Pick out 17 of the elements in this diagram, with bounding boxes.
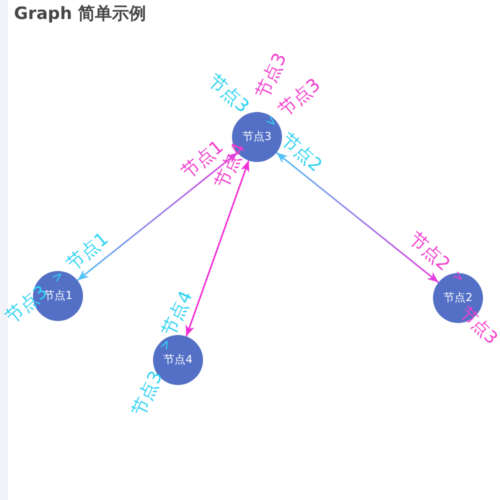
rotated-label: 节点3 xyxy=(130,368,166,420)
node-label: 节点4 xyxy=(164,354,192,366)
rotated-label: > xyxy=(50,268,66,286)
double-arrow-connector xyxy=(276,152,439,284)
node-label: 节点3 xyxy=(242,131,272,143)
double-arrow-connector xyxy=(186,160,250,337)
chart-title: Graph 简单示例 xyxy=(14,3,146,25)
rotated-label: 节点1 xyxy=(64,230,112,274)
rotated-label: > xyxy=(262,114,280,130)
double-arrow-connector xyxy=(77,152,238,282)
node-label: 节点2 xyxy=(444,292,472,304)
rotated-label: > xyxy=(158,337,174,353)
rotated-label: 节点2 xyxy=(277,130,325,176)
rotated-label: 节点3 xyxy=(204,71,252,117)
rotated-label: 节点4 xyxy=(160,288,196,340)
node-label: 节点1 xyxy=(44,290,72,302)
rotated-label: 节点3 xyxy=(456,304,500,348)
